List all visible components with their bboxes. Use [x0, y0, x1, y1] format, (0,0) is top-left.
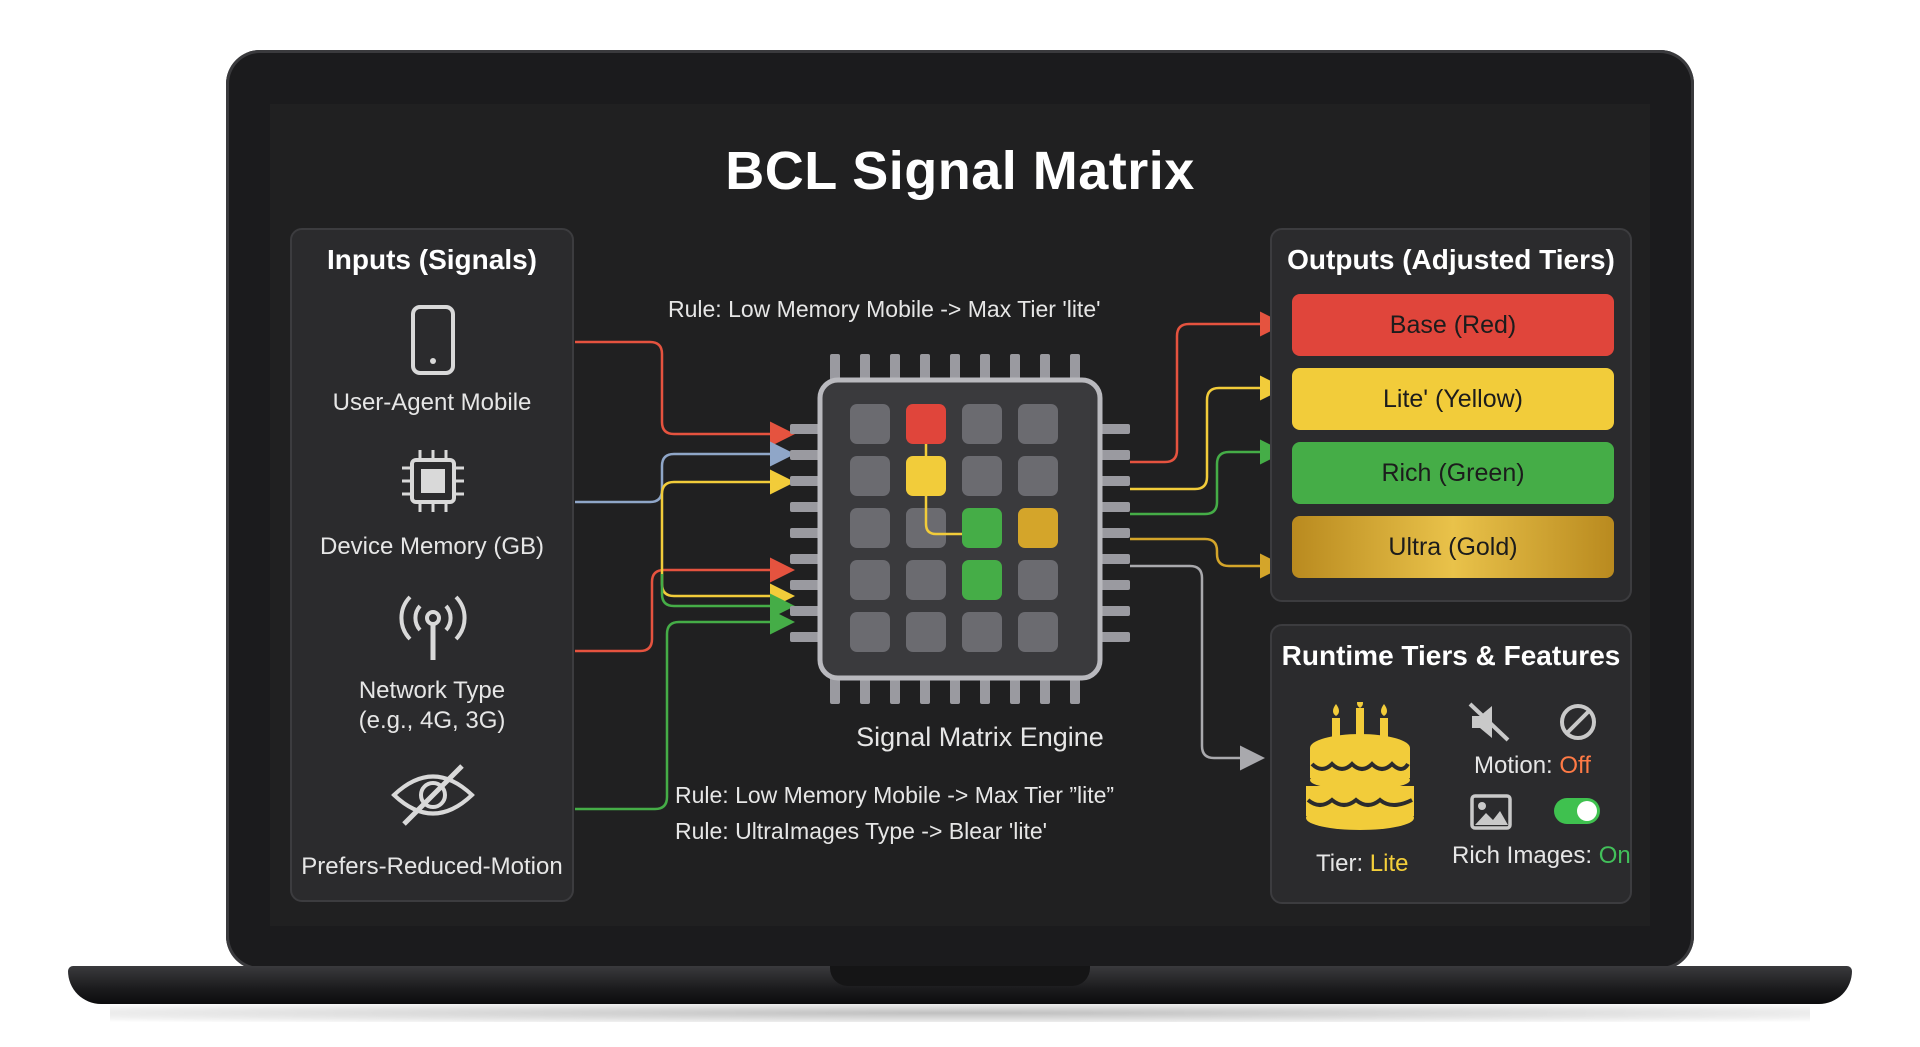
- tier-rich: Rich (Green): [1292, 442, 1614, 504]
- antenna-icon: [399, 595, 467, 660]
- smartphone-icon: [411, 305, 455, 375]
- outputs-panel: Outputs (Adjusted Tiers) Base (Red) Lite…: [1270, 228, 1632, 602]
- toggle-knob: [1577, 801, 1597, 821]
- line-out-yellow: [1130, 375, 1285, 491]
- outputs-heading: Outputs (Adjusted Tiers): [1287, 244, 1615, 275]
- rule-bottom-1: Rule: Low Memory Mobile -> Max Tier ”lit…: [675, 782, 1115, 808]
- tier-status: Tier: Lite: [1316, 850, 1408, 878]
- laptop-shadow: [110, 1004, 1810, 1022]
- engine-label: Signal Matrix Engine: [856, 722, 1104, 752]
- rich-images-toggle[interactable]: [1554, 798, 1600, 824]
- input-label-network-example: (e.g., 4G, 3G): [358, 707, 506, 734]
- image-icon: [1470, 794, 1512, 830]
- line-network-yellow: [660, 502, 795, 609]
- laptop-notch: [830, 966, 1090, 986]
- motion-status: Motion: Off: [1474, 752, 1591, 780]
- motion-off-icon: [1468, 702, 1510, 742]
- line-ua-red: [575, 340, 795, 447]
- motion-status-value: Off: [1559, 752, 1591, 779]
- connector-lines: [575, 311, 1285, 811]
- input-label-memory: Device Memory (GB): [319, 533, 545, 560]
- rule-top: Rule: Low Memory Mobile -> Max Tier 'lit…: [668, 296, 1101, 322]
- line-memory-blue: [575, 441, 795, 504]
- rule-bottom-2: Rule: UltraImages Type -> Blear 'lite': [675, 818, 1048, 844]
- input-label-reduced-motion: Prefers-Reduced-Motion: [301, 853, 563, 880]
- input-label-network: Network Type: [358, 677, 506, 704]
- line-out-red: [1130, 311, 1285, 464]
- tier-lite: Lite' (Yellow): [1292, 368, 1614, 430]
- diagram-title: BCL Signal Matrix: [725, 141, 1195, 201]
- runtime-heading: Runtime Tiers & Features: [1281, 640, 1621, 671]
- line-out-gray: [1130, 564, 1265, 771]
- tier-base: Base (Red): [1292, 294, 1614, 356]
- line-out-gold: [1130, 537, 1285, 579]
- line-network-red: [575, 557, 795, 653]
- tier-status-value: Lite: [1369, 850, 1409, 877]
- line-motion-green: [575, 609, 795, 811]
- cake-icon: [1306, 702, 1414, 830]
- signal-matrix-engine: [790, 354, 1130, 704]
- line-green-2: [660, 574, 795, 619]
- laptop-screen: BCL Signal Matrix: [270, 104, 1650, 926]
- prohibited-icon: [1560, 704, 1596, 740]
- inputs-panel: Inputs (Signals) User-Agent Mobile Devic…: [290, 228, 574, 902]
- motion-status-label: Motion:: [1474, 752, 1553, 779]
- tier-status-label: Tier:: [1316, 850, 1364, 877]
- eye-off-icon: [391, 764, 475, 826]
- runtime-panel: Runtime Tiers & Features Tier: Lite: [1270, 624, 1632, 904]
- rich-images-label: Rich Images:: [1452, 842, 1593, 869]
- line-memory-yellow: [660, 469, 795, 502]
- rich-images-status: Rich Images: On: [1452, 842, 1631, 870]
- inputs-heading: Inputs (Signals): [327, 244, 537, 275]
- line-out-green: [1130, 439, 1285, 516]
- tier-ultra: Ultra (Gold): [1292, 516, 1614, 578]
- chip-icon: [402, 450, 464, 512]
- rich-images-value: On: [1598, 842, 1631, 869]
- input-label-user-agent: User-Agent Mobile: [332, 389, 532, 416]
